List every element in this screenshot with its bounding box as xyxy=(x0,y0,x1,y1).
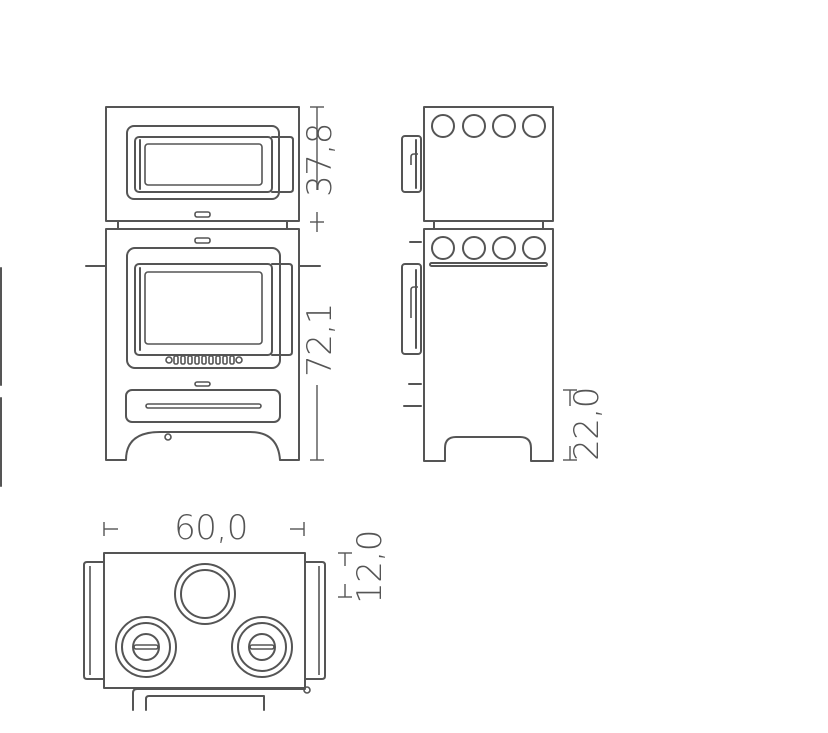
dimension-label-width: 60,0 xyxy=(174,508,248,548)
depth-offset-dimension xyxy=(338,552,352,598)
right-burner xyxy=(231,616,293,678)
top-view xyxy=(83,552,326,711)
knob-row xyxy=(165,355,243,365)
dimension-label-upper-height: 37,8 xyxy=(300,123,340,197)
front-view-upper-unit xyxy=(105,106,300,222)
side-view-upper-unit xyxy=(401,106,554,222)
width-dimension xyxy=(103,522,305,536)
front-view-lower-unit xyxy=(85,220,321,461)
dimension-label-depth-offset: 12,0 xyxy=(350,530,390,604)
leg-height-dimension xyxy=(563,389,577,461)
dimension-label-lower-height: 72,1 xyxy=(300,303,340,377)
dimension-label-leg-height: 22,0 xyxy=(567,387,607,461)
left-burner xyxy=(115,616,177,678)
front-height-dimension xyxy=(310,106,324,461)
side-view-lower-unit xyxy=(401,220,554,462)
